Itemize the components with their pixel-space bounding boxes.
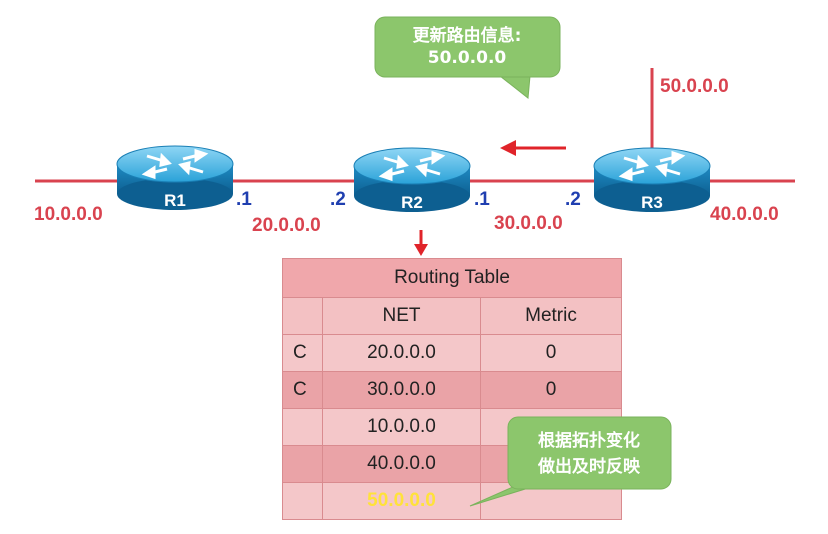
network-label-50: 50.0.0.0: [660, 76, 729, 97]
interface-label-r2-left: .2: [330, 189, 346, 210]
route-flag: [282, 408, 323, 446]
update-arrow: [500, 140, 566, 156]
router-r3-label: R3: [641, 193, 663, 212]
network-label-30: 30.0.0.0: [494, 213, 563, 234]
column-header-metric: Metric: [480, 297, 622, 335]
route-net: 30.0.0.0: [322, 371, 481, 409]
route-net-new: 50.0.0.0: [322, 482, 481, 520]
update-callout-line1: 更新路由信息:: [413, 25, 522, 46]
route-metric: [480, 408, 622, 446]
network-label-20: 20.0.0.0: [252, 215, 321, 236]
router-r2-label: R2: [401, 193, 423, 212]
router-r1-label: R1: [164, 191, 186, 210]
interface-label-r1-right: .1: [236, 189, 252, 210]
router-r1[interactable]: R1: [115, 144, 235, 212]
table-arrow: [414, 230, 428, 256]
table-row: 50.0.0.0: [282, 482, 622, 520]
router-r2[interactable]: R2: [352, 146, 472, 214]
routing-table-title: Routing Table: [282, 258, 622, 298]
update-callout: 更新路由信息: 50.0.0.0: [374, 16, 561, 99]
column-header-flag: [282, 297, 323, 335]
route-metric: 0: [480, 371, 622, 409]
route-flag: [282, 482, 323, 520]
update-callout-line2: 50.0.0.0: [428, 48, 507, 68]
route-metric: 0: [480, 334, 622, 372]
table-row: 10.0.0.0: [282, 408, 622, 446]
interface-label-r2-right: .1: [474, 189, 490, 210]
routing-table-title-row: Routing Table: [282, 258, 622, 298]
route-flag: C: [282, 371, 323, 409]
route-flag: C: [282, 334, 323, 372]
route-flag: [282, 445, 323, 483]
table-row: C 20.0.0.0 0: [282, 334, 622, 372]
route-metric: [480, 445, 622, 483]
table-row: C 30.0.0.0 0: [282, 371, 622, 409]
route-net: 40.0.0.0: [322, 445, 481, 483]
router-r3[interactable]: R3: [592, 146, 712, 214]
routing-table-header-row: NET Metric: [282, 297, 622, 335]
table-row: 40.0.0.0: [282, 445, 622, 483]
network-label-40: 40.0.0.0: [710, 204, 779, 225]
route-metric: [480, 482, 622, 520]
network-label-10: 10.0.0.0: [34, 204, 103, 225]
routing-table: Routing Table NET Metric C 20.0.0.0 0 C …: [282, 258, 622, 520]
interface-label-r3-left: .2: [565, 189, 581, 210]
route-net: 10.0.0.0: [322, 408, 481, 446]
route-net: 20.0.0.0: [322, 334, 481, 372]
column-header-net: NET: [322, 297, 481, 335]
